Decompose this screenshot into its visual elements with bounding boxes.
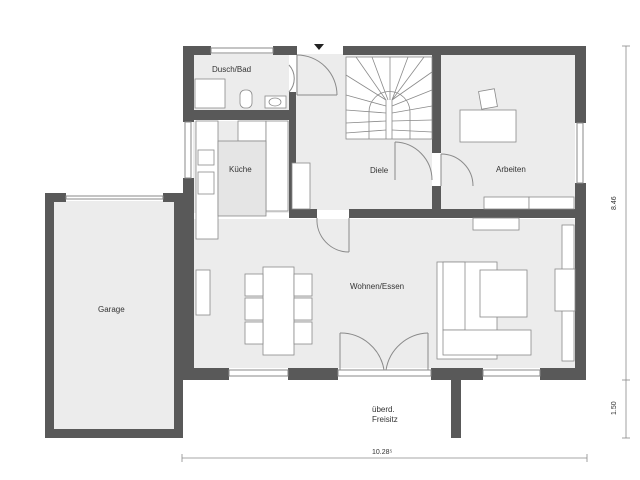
room-label-kitchen: Küche: [229, 165, 252, 174]
doors: [288, 54, 474, 371]
staircase: [345, 56, 433, 140]
dimension-height-terrace: 1.50: [611, 401, 618, 415]
room-label-bath: Dusch/Bad: [212, 65, 252, 74]
office-furniture: [459, 88, 575, 231]
room-label-office: Arbeiten: [496, 165, 526, 174]
kitchen-furniture: [195, 120, 311, 240]
living-furniture: [195, 224, 576, 362]
windows: [65, 47, 584, 377]
dimension-width: 10.28⁵: [372, 449, 393, 456]
room-label-garage: Garage: [98, 305, 125, 314]
bathroom-fixtures: [194, 78, 287, 109]
walls: [45, 46, 586, 438]
room-label-terrace-line2: Freisitz: [372, 415, 398, 424]
dimension-lines: [181, 45, 630, 462]
entrance-marker: [314, 44, 324, 50]
dimension-height-main: 8.46: [611, 196, 618, 210]
room-label-terrace-line1: überd.: [372, 405, 395, 414]
room-label-hall: Diele: [370, 166, 389, 175]
room-label-living: Wohnen/Essen: [350, 282, 405, 291]
